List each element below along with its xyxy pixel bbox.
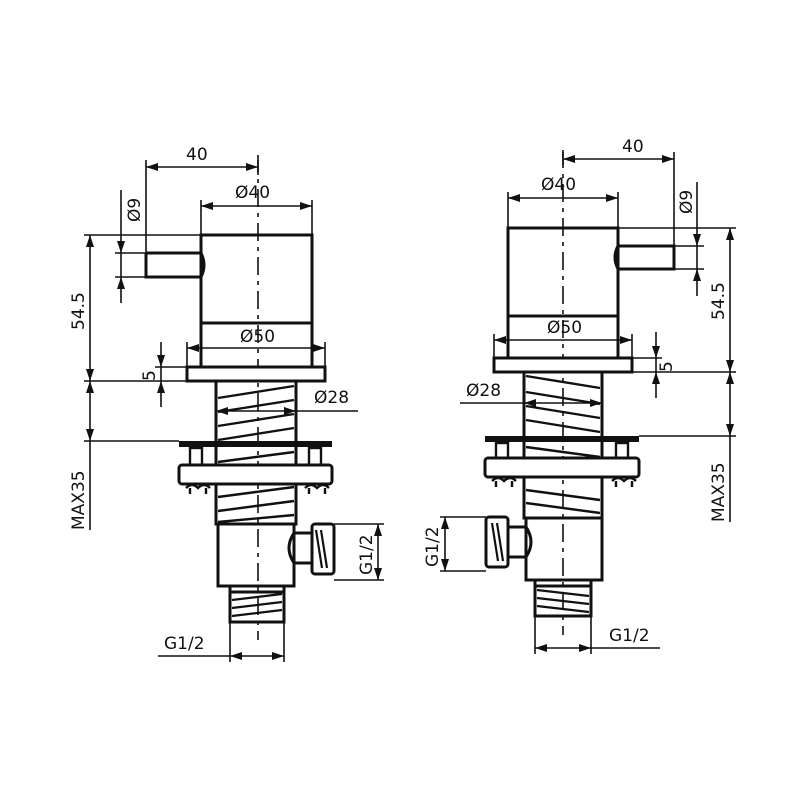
right-bottom-inlet [533, 584, 593, 618]
right-dim-shank-diameter: Ø28 [466, 381, 501, 401]
left-bottom-inlet [228, 590, 286, 624]
left-flange [185, 365, 327, 383]
left-dim-max-deck: MAX35 [69, 470, 89, 530]
right-lock-nut [483, 456, 641, 479]
right-dim-side-outlet: G1/2 [423, 526, 443, 567]
left-dim-side-outlet: G1/2 [357, 534, 377, 575]
right-side-outlet [484, 515, 510, 569]
right-dim-body-diameter: Ø40 [541, 175, 576, 195]
right-valve: 40 Ø40 Ø9 54.5 Ø50 5 [423, 137, 736, 654]
right-dim-bottom-inlet: G1/2 [609, 626, 650, 646]
left-side-outlet [310, 522, 336, 576]
left-dim-body-diameter: Ø40 [235, 183, 270, 203]
right-dim-flange-thickness: 5 [657, 361, 677, 372]
left-dim-flange-thickness: 5 [140, 370, 160, 381]
right-dim-flange-diameter: Ø50 [547, 318, 582, 338]
right-washer [485, 436, 639, 442]
left-lock-nut [177, 463, 334, 486]
right-flange [492, 356, 634, 374]
left-valve: 40 Ø40 Ø9 54.5 Ø50 5 [69, 145, 384, 662]
left-dim-flange-diameter: Ø50 [240, 327, 275, 347]
left-handle-lever [144, 251, 206, 279]
right-dim-handle-diameter: Ø9 [677, 190, 697, 214]
right-dim-height: 54.5 [709, 282, 729, 320]
left-dim-handle-diameter: Ø9 [125, 198, 145, 222]
right-valve-body [524, 516, 604, 582]
right-dim-handle-reach: 40 [622, 137, 644, 157]
left-washer [179, 441, 332, 447]
left-dim-height: 54.5 [69, 292, 89, 330]
right-dim-max-deck: MAX35 [709, 462, 729, 522]
left-valve-body [216, 522, 296, 588]
right-handle-lever [613, 244, 676, 271]
left-dim-shank-diameter: Ø28 [314, 388, 349, 408]
left-dim-handle-reach: 40 [186, 145, 208, 165]
left-dim-bottom-inlet: G1/2 [164, 634, 205, 654]
